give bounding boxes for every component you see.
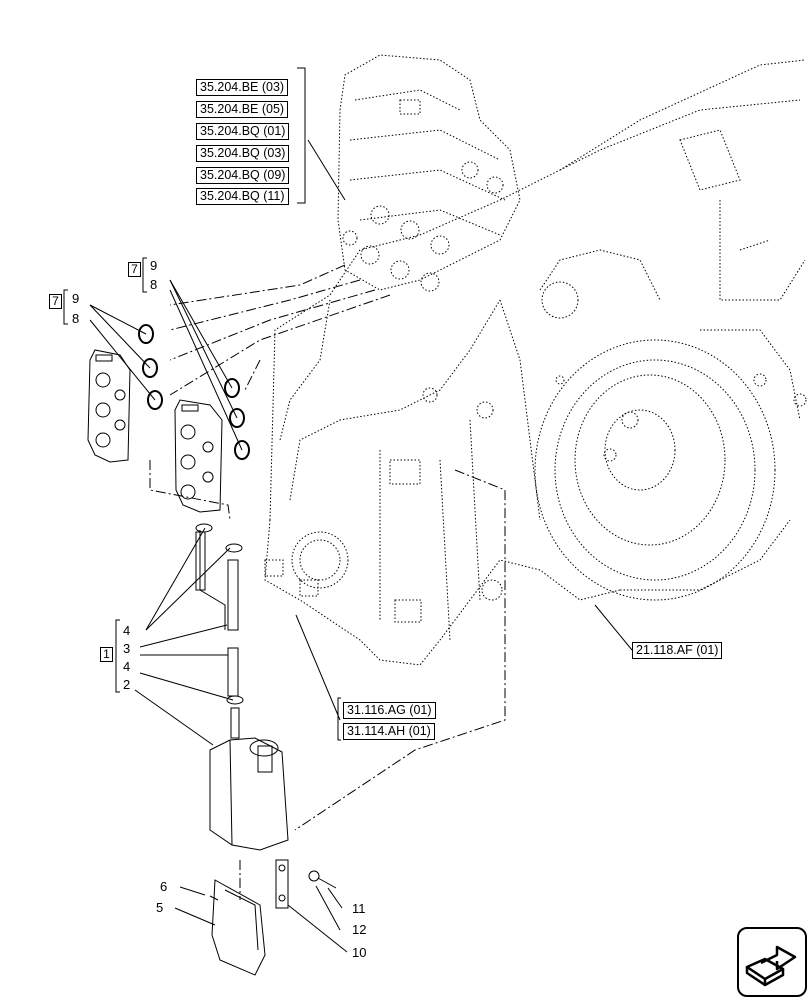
callout-box-1: 1 bbox=[100, 647, 113, 662]
ref-35-204-bq-01[interactable]: 35.204.BQ (01) bbox=[196, 123, 290, 140]
filter-housing bbox=[209, 707, 289, 851]
callout-4-upper: 4 bbox=[123, 623, 131, 638]
callout-6: 6 bbox=[160, 879, 168, 894]
leader-lines bbox=[63, 67, 633, 953]
ref-35-204-be-03[interactable]: 35.204.BE (03) bbox=[196, 79, 289, 96]
mounting-bracket bbox=[209, 859, 337, 976]
callout-9-upper: 9 bbox=[150, 258, 158, 273]
o-rings bbox=[138, 324, 250, 460]
callout-4-lower: 4 bbox=[123, 659, 131, 674]
callout-box-7-lower: 7 bbox=[49, 294, 62, 309]
callout-5: 5 bbox=[156, 900, 164, 915]
ref-35-204-bq-09[interactable]: 35.204.BQ (09) bbox=[196, 167, 290, 184]
callout-box-7-upper: 7 bbox=[128, 262, 141, 277]
next-page-arrow-icon[interactable] bbox=[737, 927, 807, 997]
solenoid-manifold-left bbox=[87, 349, 131, 463]
callout-8-lower: 8 bbox=[72, 311, 80, 326]
flywheel bbox=[534, 339, 776, 601]
ref-35-204-bq-11[interactable]: 35.204.BQ (11) bbox=[196, 188, 289, 205]
callout-9-lower: 9 bbox=[72, 291, 80, 306]
ref-35-204-be-05[interactable]: 35.204.BE (05) bbox=[196, 101, 289, 118]
transmission-housing bbox=[264, 59, 807, 666]
ref-31-114-ah-01[interactable]: 31.114.AH (01) bbox=[343, 723, 435, 740]
callout-10: 10 bbox=[352, 945, 367, 960]
control-valve-block bbox=[337, 54, 521, 292]
assembly-path-lines bbox=[149, 264, 506, 900]
next-page-arrow-graphic bbox=[745, 945, 797, 987]
callout-2: 2 bbox=[123, 677, 131, 692]
hoses bbox=[195, 523, 244, 705]
solenoid-manifold-right bbox=[174, 399, 223, 513]
callout-3: 3 bbox=[123, 641, 131, 656]
callout-8-upper: 8 bbox=[150, 277, 158, 292]
ref-31-116-ag-01[interactable]: 31.116.AG (01) bbox=[343, 702, 436, 719]
ref-35-204-bq-03[interactable]: 35.204.BQ (03) bbox=[196, 145, 290, 162]
callout-11: 11 bbox=[352, 901, 366, 916]
callout-12: 12 bbox=[352, 922, 367, 937]
ref-21-118-af-01[interactable]: 21.118.AF (01) bbox=[632, 642, 723, 659]
